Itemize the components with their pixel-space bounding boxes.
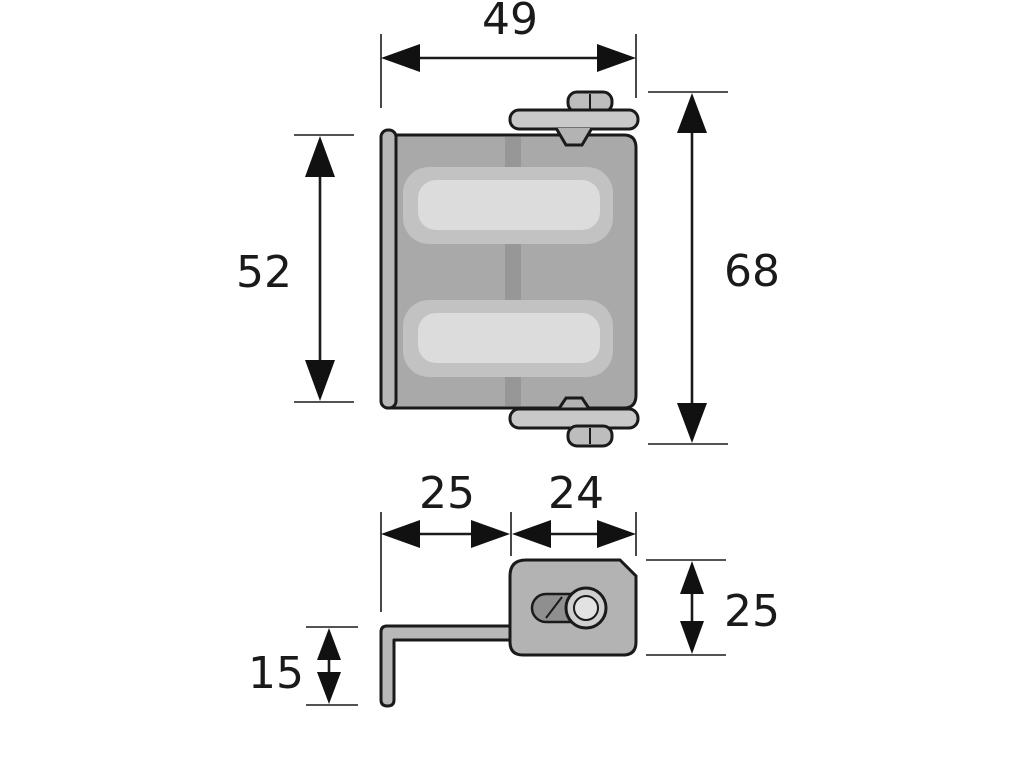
dimension-bracket-height: 15 xyxy=(248,626,358,706)
arrowhead xyxy=(305,136,335,177)
arrowhead xyxy=(381,44,420,72)
arrowhead xyxy=(381,520,420,548)
arrowhead xyxy=(677,403,707,443)
arrowhead xyxy=(680,621,704,654)
dimension-label-bottom-height: 25 xyxy=(724,586,780,637)
dimension-bottom-height: 25 xyxy=(646,559,780,656)
bracket-side-view xyxy=(379,558,638,708)
dimension-label-left-height: 52 xyxy=(236,247,292,298)
arrowhead xyxy=(680,561,704,594)
dimension-label-bottom-right-width: 24 xyxy=(548,468,604,519)
dimension-label-bracket-height: 15 xyxy=(248,648,304,699)
top-hinge-bridge xyxy=(554,127,594,147)
dimension-top-width: 49 xyxy=(380,0,637,108)
arrowhead xyxy=(512,520,551,548)
arrowhead xyxy=(677,93,707,133)
dimension-label-top-width: 49 xyxy=(482,0,538,45)
hinge-front-view xyxy=(379,90,640,448)
arrowhead xyxy=(317,628,341,660)
top-hinge-plate xyxy=(508,108,640,131)
l-bracket xyxy=(379,624,514,708)
dimension-right-height: 68 xyxy=(648,91,780,445)
arrowhead xyxy=(471,520,510,548)
dimension-bottom-widths: 25 24 xyxy=(380,468,637,612)
arrowhead xyxy=(305,360,335,401)
dimension-label-bottom-left-width: 25 xyxy=(419,468,475,519)
dimension-left-height: 52 xyxy=(236,134,354,403)
lower-pad-inner xyxy=(418,313,600,363)
upper-pad-inner xyxy=(418,180,600,230)
arrowhead xyxy=(597,44,636,72)
arrowhead xyxy=(597,520,636,548)
dimension-label-right-height: 68 xyxy=(724,246,780,297)
hinge-left-plate xyxy=(379,128,398,410)
arrowhead xyxy=(317,672,341,704)
